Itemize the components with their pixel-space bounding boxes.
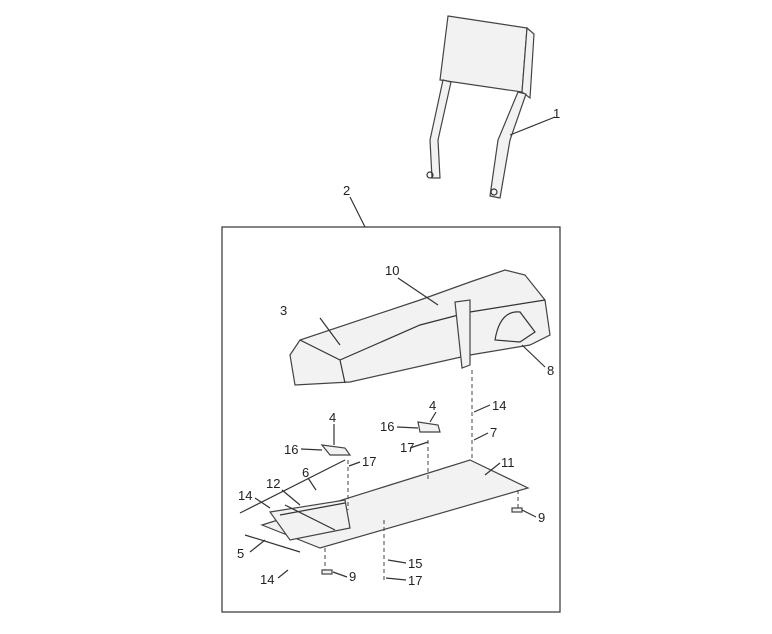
callout-4: 4: [329, 410, 336, 425]
callout-2: 2: [343, 183, 350, 198]
callout-9: 9: [349, 569, 356, 584]
callout-14: 14: [238, 488, 252, 503]
callout-12: 12: [266, 476, 280, 491]
base-plate-part: [260, 459, 530, 549]
callout-5: 5: [237, 546, 244, 561]
callout-14: 14: [492, 398, 506, 413]
seat-cushion-part: [289, 269, 551, 386]
backrest-part: [426, 15, 535, 199]
callout-7: 7: [490, 425, 497, 440]
callout-17: 17: [400, 440, 414, 455]
callout-10: 10: [385, 263, 399, 278]
callout-9: 9: [538, 510, 545, 525]
callout-16: 16: [380, 419, 394, 434]
callout-8: 8: [547, 363, 554, 378]
assembly-box: [221, 226, 561, 613]
callout-1: 1: [553, 106, 560, 121]
callout-16: 16: [284, 442, 298, 457]
callout-17: 17: [408, 573, 422, 588]
callout-14: 14: [260, 572, 274, 587]
callout-labels: 1 2 3 10 8 14 4 16 17 4 16 17 7 11 12 6 …: [237, 106, 560, 588]
callout-17: 17: [362, 454, 376, 469]
callout-3: 3: [280, 303, 287, 318]
callout-11: 11: [501, 455, 515, 470]
callout-4: 4: [429, 398, 436, 413]
leader-lines: [249, 404, 537, 581]
callout-6: 6: [302, 465, 309, 480]
callout-15: 15: [408, 556, 422, 571]
